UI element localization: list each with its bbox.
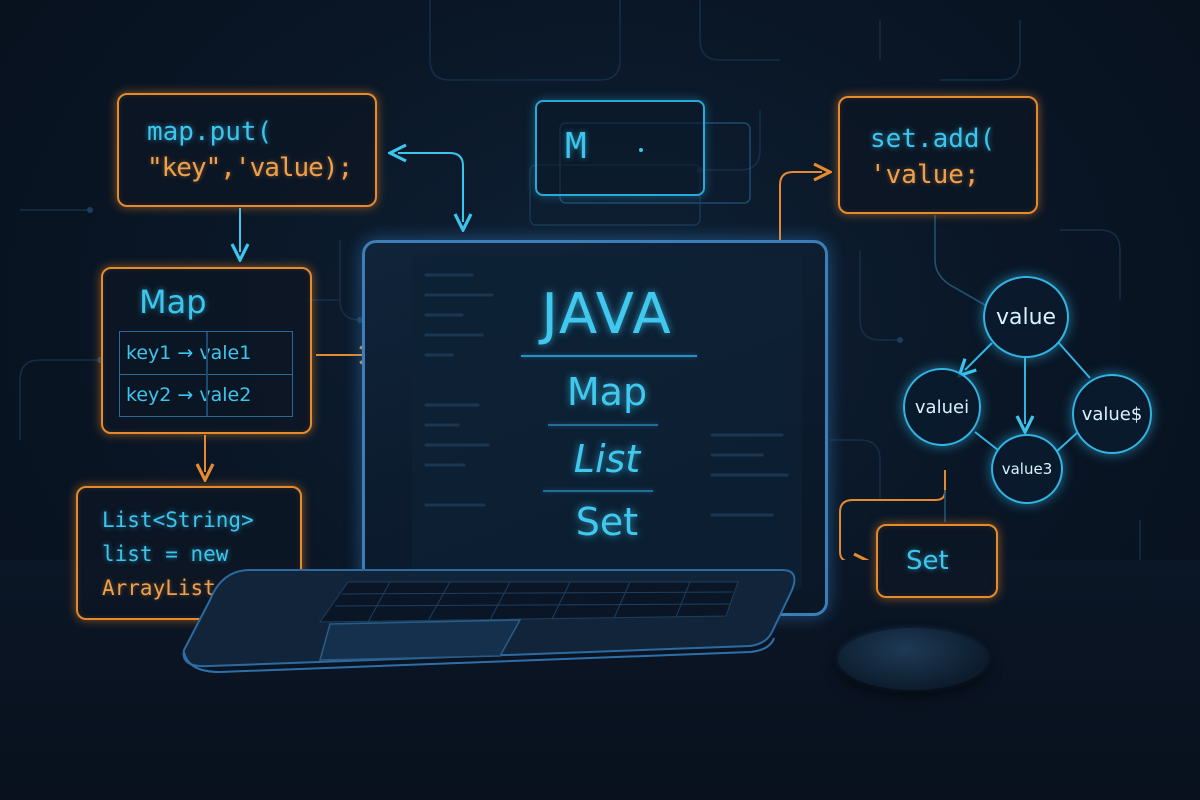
map-put-code-box: map.put( "key",'value);	[117, 93, 377, 207]
screen-code-lines	[424, 273, 789, 517]
laptop-display	[412, 255, 802, 590]
graph-node-values-label: value$	[1081, 403, 1143, 425]
edge-values-value3	[1055, 431, 1079, 453]
edge-value-values	[1057, 341, 1091, 379]
graph-node-value: value	[983, 276, 1069, 358]
arrow-graph-to-set	[839, 470, 946, 562]
screen-title-java: JAVA	[541, 282, 673, 347]
map-put-line1: map.put(	[147, 117, 273, 147]
map-table-divider	[206, 332, 208, 416]
graph-node-value3-label: value3	[1001, 460, 1053, 478]
screen-title-underline	[521, 355, 697, 357]
set-add-code-box: set.add( 'value;	[838, 96, 1038, 214]
graph-node-value3: value3	[991, 434, 1063, 504]
map-row-2-text: key2 → vale2	[126, 384, 252, 406]
set-box-label: Set	[906, 546, 949, 576]
edge-valuei-value3	[974, 431, 999, 451]
map-put-line2: "key",'value);	[147, 153, 353, 183]
m-box: M	[535, 100, 705, 196]
m-box-dot	[639, 148, 643, 152]
graph-node-valuei: valuei	[903, 368, 981, 446]
map-row-2: key2 → vale2	[120, 374, 292, 416]
list-line1: List<String>	[102, 508, 254, 532]
list-line2: list = new	[102, 542, 229, 566]
screen-divider-2	[543, 490, 653, 492]
mouse-icon	[838, 628, 988, 690]
set-add-line2: 'value;	[870, 160, 980, 190]
laptop-icon	[182, 569, 796, 674]
screen-item-set[interactable]: Set	[575, 500, 639, 544]
screen-item-map[interactable]: Map	[566, 370, 648, 414]
arrow-laptop-to-set-add	[779, 172, 822, 240]
graph-node-value-label: value	[995, 304, 1057, 330]
set-add-line1: set.add(	[870, 124, 996, 154]
map-table: key1 → vale1 key2 → vale2	[119, 331, 293, 417]
screen-divider-1	[548, 424, 658, 426]
arrow-map-put-to-laptop	[398, 153, 463, 222]
map-row-1-text: key1 → vale1	[126, 342, 252, 364]
graph-node-valuei-label: valuei	[914, 396, 970, 418]
graph-node-values: value$	[1072, 374, 1152, 454]
map-title: Map	[139, 283, 207, 321]
map-table-box: Map key1 → vale1 key2 → vale2	[101, 267, 312, 434]
edge-value-valuei	[965, 342, 993, 370]
connector-set-add-to-graph	[934, 215, 986, 306]
set-box: Set	[876, 524, 998, 598]
screen-item-list[interactable]: List	[573, 437, 641, 481]
m-letter: M	[565, 126, 587, 167]
